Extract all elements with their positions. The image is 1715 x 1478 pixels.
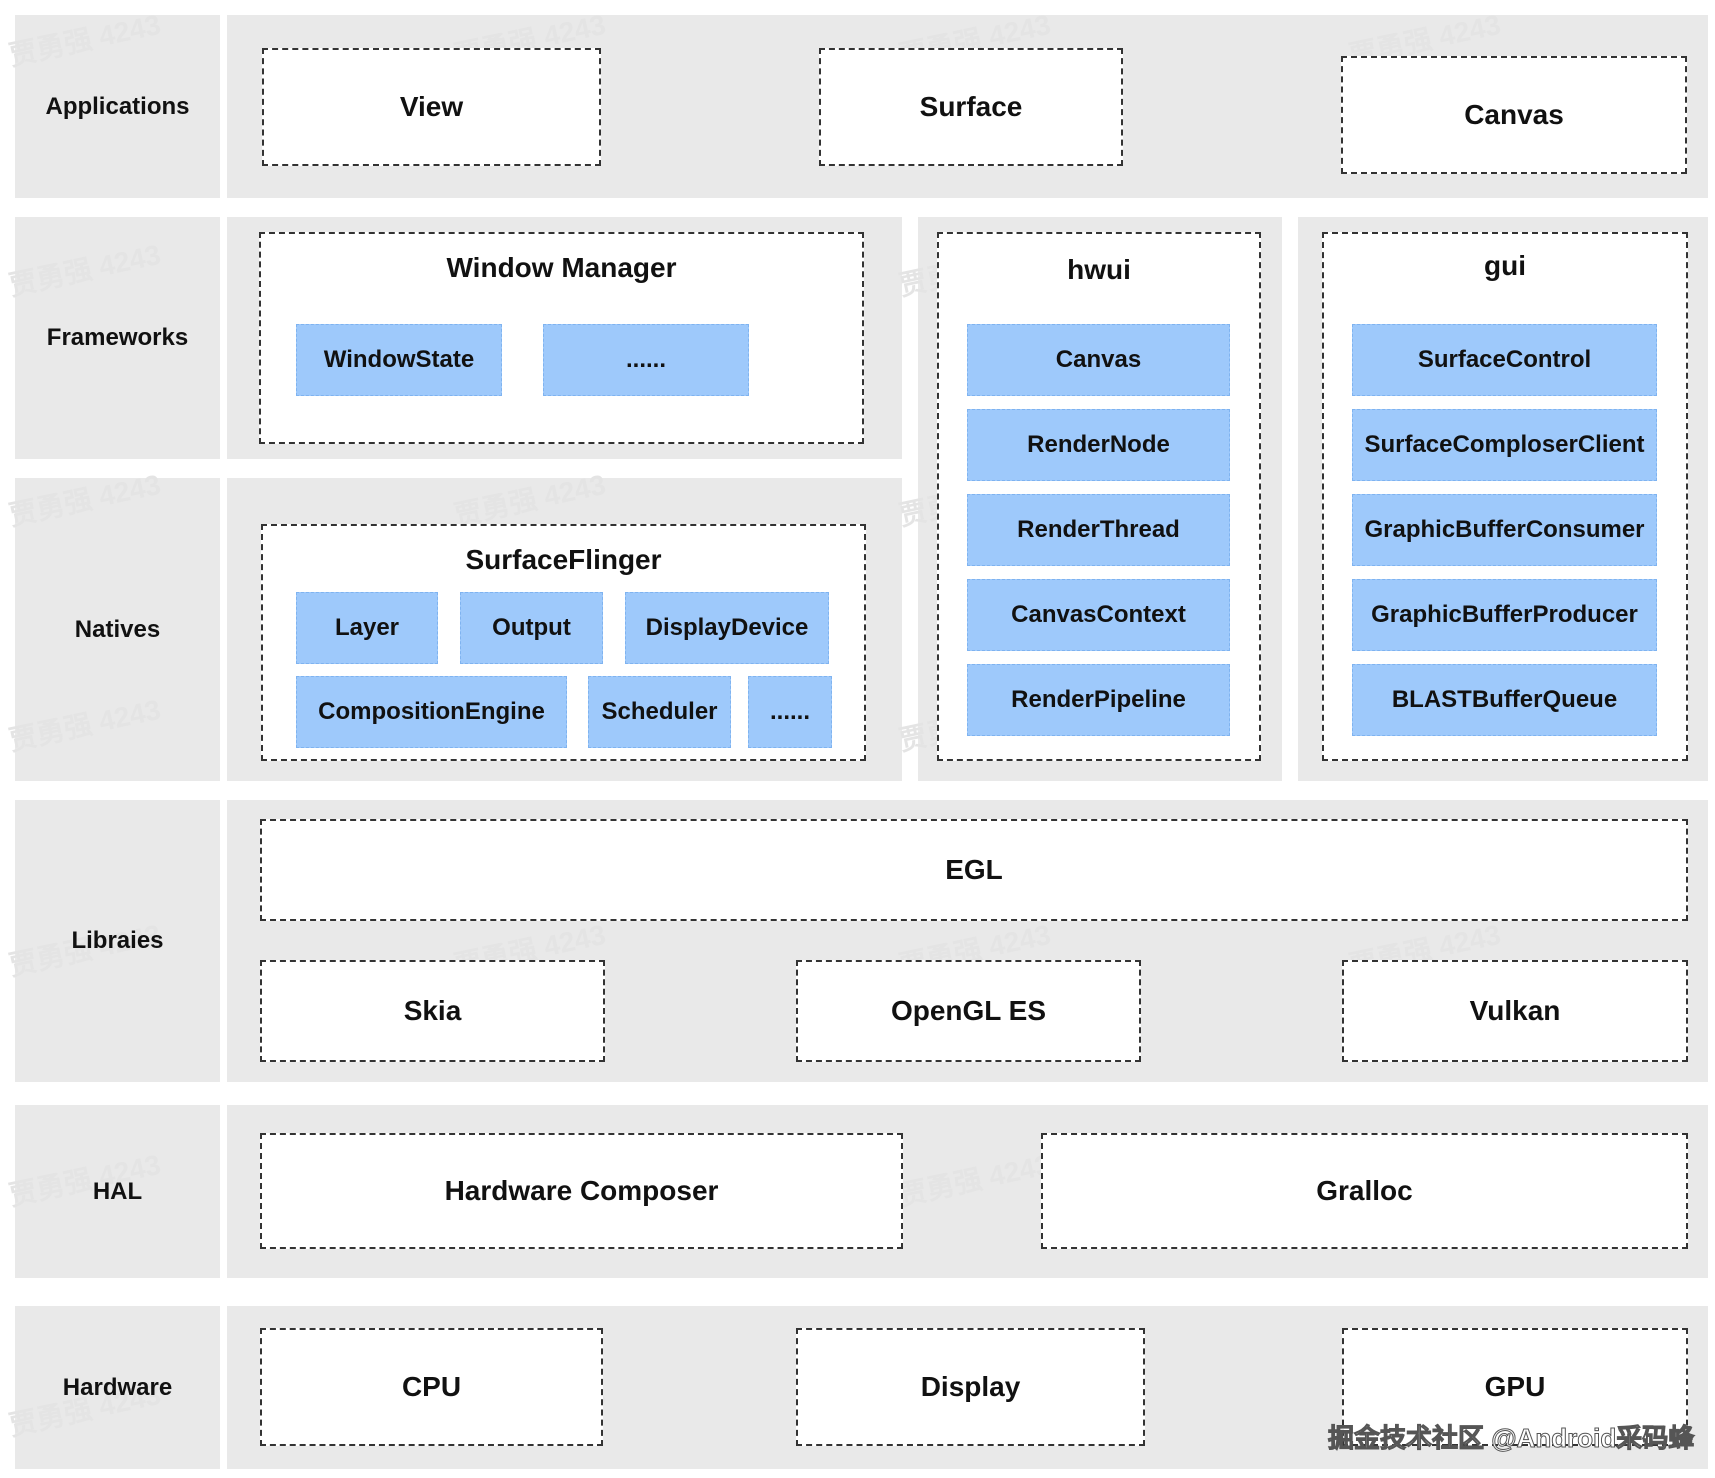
layer-panel-applications	[15, 15, 220, 198]
gui-box: gui SurfaceControl SurfaceComploserClien…	[1322, 232, 1688, 761]
hwui-title: hwui	[1067, 254, 1131, 285]
layer-label-frameworks: Frameworks	[46, 324, 189, 351]
layer-label-libraries: Libraies	[71, 927, 164, 954]
rendernode-chip: RenderNode	[967, 409, 1230, 481]
layer-panel-hal	[15, 1105, 220, 1278]
layer-panel-natives	[15, 478, 220, 781]
graphicbufferconsumer-chip: GraphicBufferConsumer	[1352, 494, 1657, 566]
window-manager-title: Window Manager	[446, 252, 677, 283]
output-chip: Output	[460, 592, 603, 664]
skia-box: Skia	[260, 960, 605, 1062]
hwui-canvas-chip: Canvas	[967, 324, 1230, 396]
credit-watermark: 掘金技术社区 @Android采码蜂	[1327, 1423, 1695, 1454]
hwui-box: hwui Canvas RenderNode RenderThread Canv…	[937, 232, 1261, 761]
compositionengine-chip: CompositionEngine	[296, 676, 567, 748]
surface-box: Surface	[819, 48, 1123, 166]
windowstate-chip: WindowState	[296, 324, 502, 396]
graphicbufferproducer-chip: GraphicBufferProducer	[1352, 579, 1657, 651]
surfacecontrol-chip: SurfaceControl	[1352, 324, 1657, 396]
surfacecomposerclient-chip: SurfaceComploserClient	[1352, 409, 1657, 481]
surfaceflinger-title: SurfaceFlinger	[465, 544, 662, 575]
layer-label-hal: HAL	[92, 1177, 143, 1205]
blastbufferqueue-chip: BLASTBufferQueue	[1352, 664, 1657, 736]
view-box: View	[262, 48, 601, 166]
renderthread-chip: RenderThread	[967, 494, 1230, 566]
window-manager-more-chip: ......	[543, 324, 749, 396]
scheduler-chip: Scheduler	[588, 676, 731, 748]
window-manager-box: Window Manager WindowState ......	[259, 232, 864, 444]
gui-title: gui	[1484, 250, 1526, 281]
canvascontext-chip: CanvasContext	[967, 579, 1230, 651]
displaydevice-chip: DisplayDevice	[625, 592, 829, 664]
display-box: Display	[796, 1328, 1145, 1446]
gralloc-box: Gralloc	[1041, 1133, 1688, 1249]
surfaceflinger-more-chip: ......	[748, 676, 832, 748]
hardware-composer-box: Hardware Composer	[260, 1133, 903, 1249]
layer-panel-libraries	[15, 800, 220, 1082]
cpu-box: CPU	[260, 1328, 603, 1446]
layer-label-applications: Applications	[45, 92, 190, 120]
surfaceflinger-box: SurfaceFlinger Layer Output DisplayDevic…	[261, 524, 866, 761]
opengl-es-box: OpenGL ES	[796, 960, 1141, 1062]
gpu-box: GPU	[1342, 1328, 1688, 1446]
renderpipeline-chip: RenderPipeline	[967, 664, 1230, 736]
layer-label-hardware: Hardware	[62, 1373, 173, 1401]
layer-panel-frameworks	[15, 217, 220, 459]
canvas-box: Canvas	[1341, 56, 1687, 174]
vulkan-box: Vulkan	[1342, 960, 1688, 1062]
layer-panel-hardware	[15, 1306, 220, 1469]
layer-chip: Layer	[296, 592, 438, 664]
egl-box: EGL	[260, 819, 1688, 921]
layer-label-natives: Natives	[74, 615, 161, 643]
